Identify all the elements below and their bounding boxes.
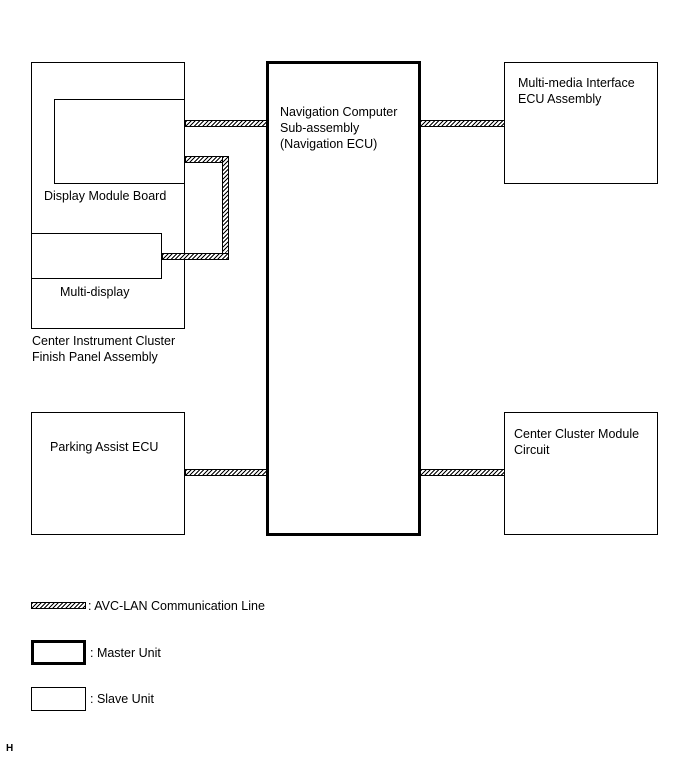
multimedia-interface-label: Multi-media Interface ECU Assembly: [518, 76, 635, 106]
legend-master-swatch: [31, 640, 86, 665]
legend-slave-swatch: [31, 687, 86, 711]
corner-mark: H: [6, 743, 14, 754]
display-module-board-label: Display Module Board: [44, 189, 167, 203]
legend-avc-lan-label: : AVC-LAN Communication Line: [88, 599, 265, 613]
parking-assist-box: [31, 412, 185, 535]
parking-assist-label: Parking Assist ECU: [50, 440, 159, 454]
multi-display-box: [31, 233, 162, 279]
center-cluster-module-box: [504, 412, 658, 535]
avc-lan-line-parking-to-nav: [185, 469, 267, 476]
avc-lan-line-nav-to-cluster: [420, 469, 505, 476]
avc-lan-line-display-bend-vertical: [222, 156, 229, 260]
multi-display-label: Multi-display: [60, 285, 130, 299]
avc-lan-line-display-bend-bottom: [162, 253, 229, 260]
avc-lan-line-nav-to-multimedia: [420, 120, 505, 127]
center-cluster-module-label: Center Cluster Module Circuit: [514, 427, 640, 457]
multimedia-interface-box: [504, 62, 658, 184]
navigation-computer-label: Navigation Computer Sub-assembly (Naviga…: [280, 105, 398, 151]
avc-lan-line-display-to-nav: [185, 120, 267, 127]
navigation-computer-box: [266, 61, 421, 536]
legend-avc-lan-swatch: [31, 602, 86, 609]
display-module-board-box: [54, 99, 185, 184]
center-panel-label: Center Instrument Cluster Finish Panel A…: [32, 334, 176, 364]
legend-master-label: : Master Unit: [90, 646, 161, 660]
legend-slave-label: : Slave Unit: [90, 692, 154, 706]
